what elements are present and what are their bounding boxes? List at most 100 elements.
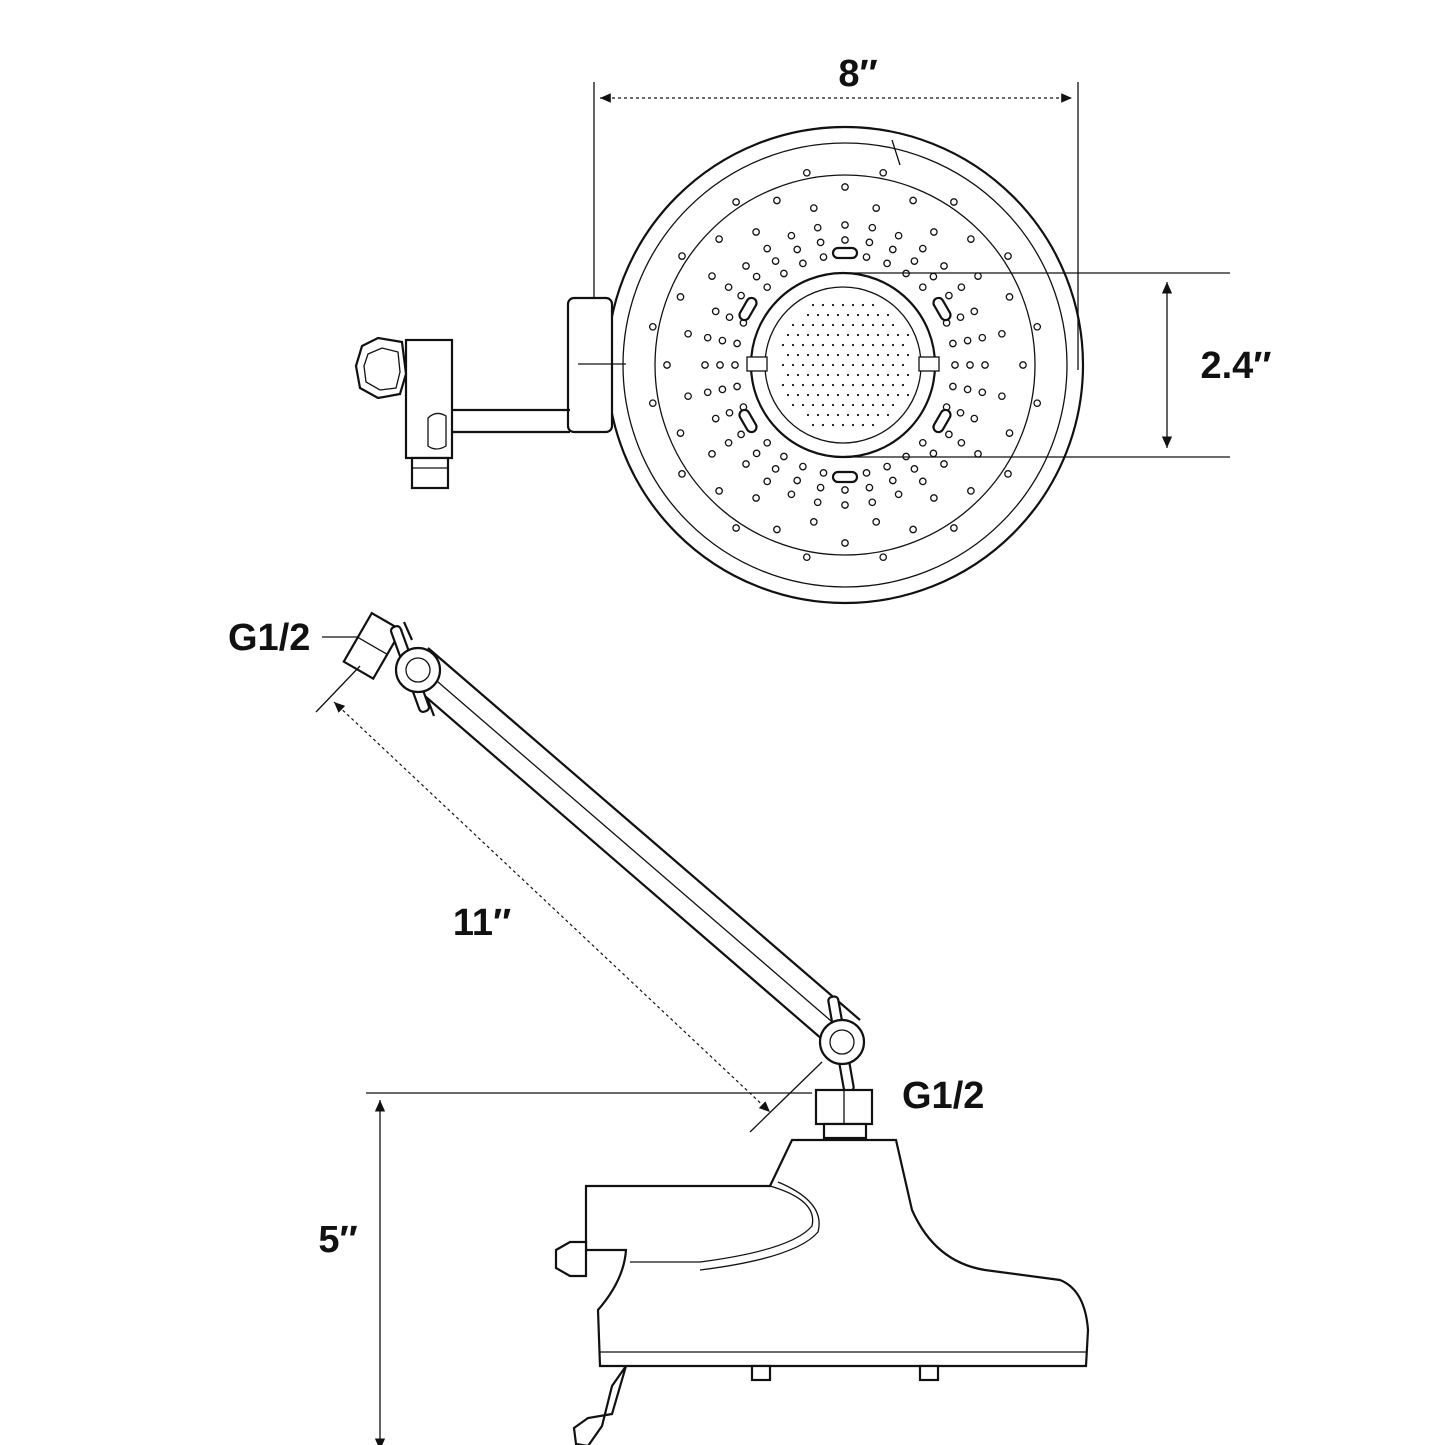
rain-nozzle [866, 373, 870, 377]
nozzle [737, 291, 745, 300]
rain-nozzle [786, 373, 790, 377]
rain-nozzle [811, 343, 815, 347]
rain-nozzle [781, 343, 785, 347]
nozzle [718, 336, 727, 345]
nozzle [888, 476, 897, 485]
nozzle [711, 414, 720, 423]
rain-nozzle [831, 403, 835, 407]
rain-nozzle [816, 393, 820, 397]
nozzle [930, 228, 938, 236]
rain-nozzle [841, 363, 845, 367]
slot-outlet [738, 408, 758, 434]
rain-nozzle [856, 353, 860, 357]
rain-nozzle [886, 413, 890, 417]
rain-nozzle [856, 373, 860, 377]
nozzle [910, 257, 919, 265]
nozzle [956, 408, 965, 417]
rain-nozzle [896, 333, 900, 337]
rain-nozzle [881, 403, 885, 407]
rain-nozzle [821, 363, 825, 367]
nozzle [813, 498, 822, 507]
rain-nozzle [906, 353, 910, 357]
nozzle [752, 494, 760, 502]
rain-nozzle [856, 413, 860, 417]
rain-nozzle [846, 353, 850, 357]
rain-nozzle [906, 373, 910, 377]
nozzle [733, 339, 741, 348]
nozzle [957, 438, 966, 447]
rain-nozzle [786, 333, 790, 337]
nozzle [879, 553, 888, 562]
nozzle [802, 168, 811, 177]
rain-nozzle [811, 423, 815, 427]
rain-nozzle [876, 353, 880, 357]
extension-arm [403, 647, 861, 1047]
nozzle [868, 223, 877, 232]
nozzle [684, 392, 692, 401]
rain-nozzle [796, 353, 800, 357]
bottom-nut [814, 1088, 874, 1140]
rain-nozzle [841, 423, 845, 427]
nozzle [799, 462, 807, 471]
nozzle [724, 283, 733, 292]
nozzle [883, 259, 891, 268]
rain-nozzle [826, 393, 830, 397]
rain-nozzle [801, 383, 805, 387]
nozzle [809, 518, 818, 526]
nozzle [678, 470, 686, 478]
nozzle [841, 539, 849, 547]
nozzle [945, 430, 953, 439]
rain-nozzle [851, 323, 855, 327]
rain-nozzle [886, 313, 890, 317]
nozzle [918, 283, 927, 292]
rain-nozzle [821, 423, 825, 427]
top-nut [342, 611, 403, 681]
nozzle [715, 235, 723, 243]
rain-nozzle [901, 363, 905, 367]
nozzle [1019, 361, 1027, 369]
nozzle [929, 449, 938, 458]
rain-nozzle [791, 323, 795, 327]
nozzle [894, 231, 903, 240]
center-rain-nozzles [781, 303, 910, 427]
nozzle [918, 438, 927, 447]
rain-nozzle [846, 373, 850, 377]
nozzle [787, 490, 796, 499]
rain-nozzle [806, 373, 810, 377]
arm-length-label: 11″ [453, 902, 511, 944]
nozzle [731, 361, 739, 369]
nozzle [780, 269, 788, 278]
slot-outlet [831, 470, 859, 484]
rain-nozzle [881, 343, 885, 347]
rain-nozzle [851, 363, 855, 367]
nozzle [752, 228, 760, 236]
rain-nozzle [816, 413, 820, 417]
rain-nozzle [811, 383, 815, 387]
rain-nozzle [836, 373, 840, 377]
rain-nozzle [786, 393, 790, 397]
nozzle [742, 262, 750, 270]
rain-nozzle [796, 333, 800, 337]
rain-nozzle [906, 333, 910, 337]
nozzle [676, 293, 685, 301]
nozzle [732, 524, 740, 532]
nozzle [950, 198, 958, 206]
nozzle [981, 361, 989, 369]
rain-nozzle [846, 413, 850, 417]
rain-nozzle [826, 333, 830, 337]
nozzle [862, 469, 871, 477]
nozzle [930, 494, 938, 502]
bottom-swivel-joint [818, 995, 866, 1093]
nozzle [787, 231, 796, 240]
arm-length-dimension: 11″ [315, 665, 823, 1133]
rain-nozzle [811, 303, 815, 307]
nozzle [970, 307, 979, 316]
rain-nozzle [836, 333, 840, 337]
nozzle [888, 245, 897, 254]
nozzle [894, 490, 903, 499]
rain-nozzle [871, 363, 875, 367]
rain-nozzle [851, 303, 855, 307]
rain-nozzle [801, 363, 805, 367]
